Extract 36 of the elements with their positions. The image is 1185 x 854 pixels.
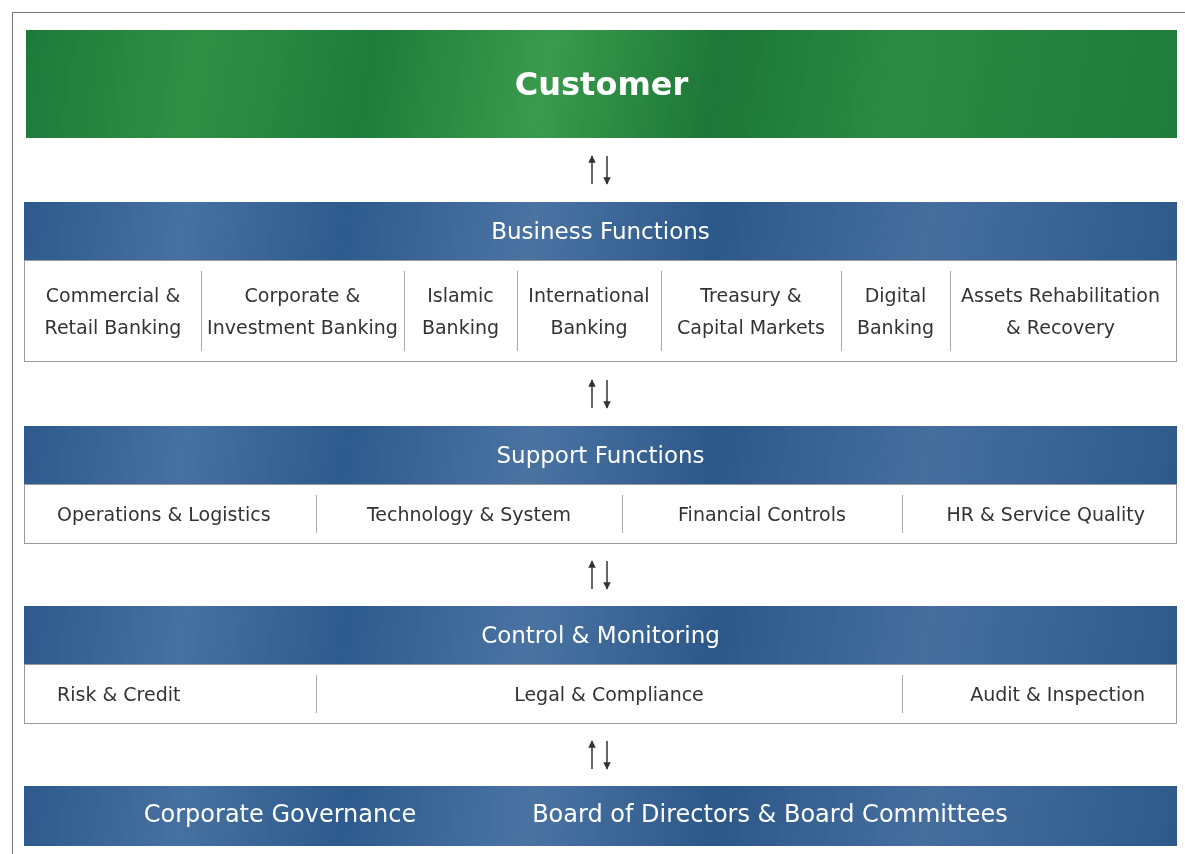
function-label: Assets Rehabilitation & Recovery	[950, 261, 1171, 361]
function-label: Operations & Logistics	[51, 485, 316, 543]
function-label: Islamic Banking	[404, 261, 517, 361]
section-header	[24, 426, 1177, 484]
governance-banner	[24, 786, 1177, 846]
arrow	[588, 560, 596, 590]
function-label: Digital Banking	[841, 261, 950, 361]
function-label: HR & Service Quality	[902, 485, 1151, 543]
function-label: Risk & Credit	[51, 665, 316, 723]
function-label: Audit & Inspection	[902, 665, 1151, 723]
customer-banner	[26, 30, 1177, 138]
function-panel	[24, 484, 1177, 544]
function-label: Technology & System	[316, 485, 622, 543]
section-header	[24, 606, 1177, 664]
arrow	[603, 560, 611, 590]
header-title: Business Functions	[491, 218, 710, 244]
function-label: Financial Controls	[622, 485, 902, 543]
function-panel	[24, 260, 1177, 362]
function-label: Treasury & Capital Markets	[661, 261, 841, 361]
arrow	[588, 155, 596, 185]
header-title: Control & Monitoring	[481, 622, 720, 648]
arrow	[603, 740, 611, 770]
banner-title: Board of Directors & Board Committees	[531, 800, 1009, 828]
arrow	[603, 379, 611, 409]
function-label: International Banking	[517, 261, 661, 361]
arrow	[588, 740, 596, 770]
banner-title: Customer	[514, 65, 689, 103]
function-label: Corporate & Investment Banking	[201, 261, 404, 361]
section-header	[24, 202, 1177, 260]
header-title: Support Functions	[496, 442, 705, 468]
arrow	[588, 379, 596, 409]
function-panel	[24, 664, 1177, 724]
arrow	[603, 155, 611, 185]
banner-title: Corporate Governance	[142, 800, 418, 828]
function-label: Legal & Compliance	[316, 665, 902, 723]
function-label: Commercial & Retail Banking	[25, 261, 201, 361]
